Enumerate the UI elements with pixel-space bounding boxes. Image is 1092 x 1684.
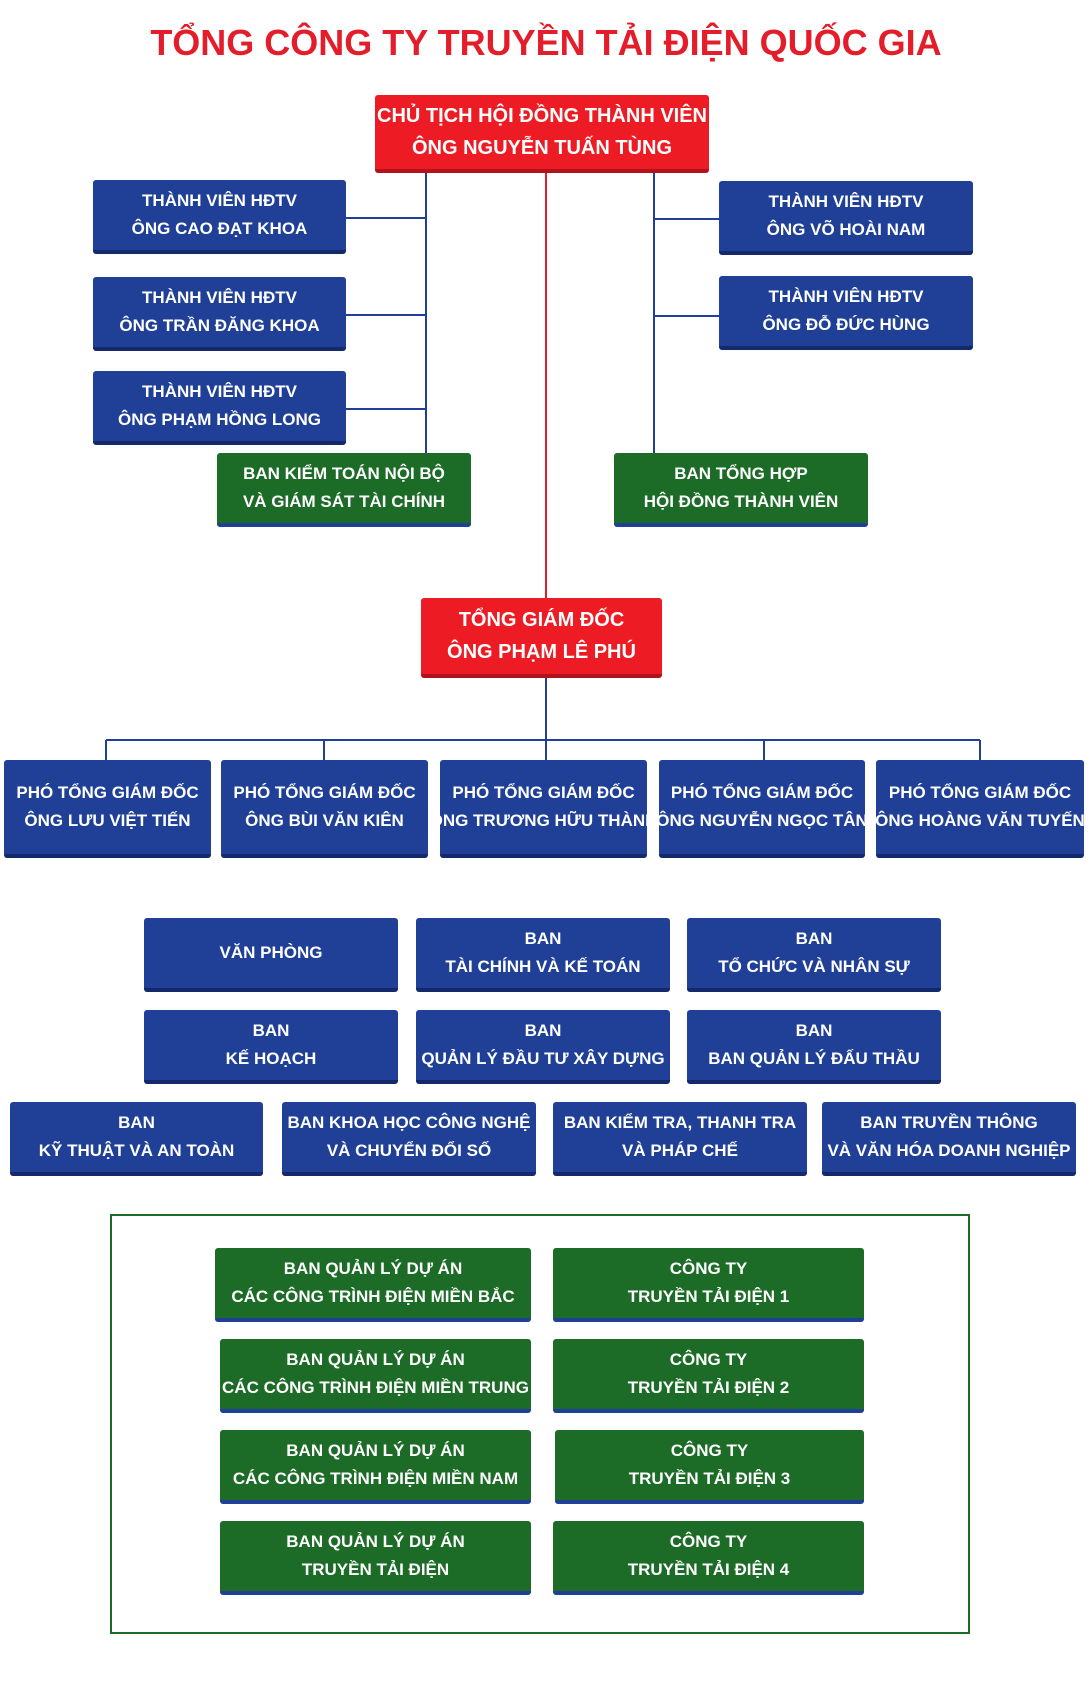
department-line1: VĂN PHÒNG [219, 943, 323, 962]
project-board-line1: BAN QUẢN LÝ DỰ ÁN [283, 1259, 463, 1278]
board-member-role: THÀNH VIÊN HĐTV [142, 191, 297, 210]
department-line1: BAN [524, 929, 562, 948]
audit-board-box: BAN KIỂM TOÁN NỘI BỘ VÀ GIÁM SÁT TÀI CHÍ… [217, 453, 471, 527]
company-line2: TRUYỀN TẢI ĐIỆN 2 [627, 1378, 790, 1397]
page-title: TỔNG CÔNG TY TRUYỀN TẢI ĐIỆN QUỐC GIA [150, 22, 942, 63]
company-box-1: CÔNG TY TRUYỀN TẢI ĐIỆN 1 [553, 1248, 864, 1322]
general-board-box: BAN TỔNG HỢP HỘI ĐỒNG THÀNH VIÊN [614, 453, 868, 527]
deputy-box-4: PHÓ TỔNG GIÁM ĐỐC ÔNG NGUYỄN NGỌC TÂN [656, 760, 868, 858]
department-box-9: BAN KIỂM TRA, THANH TRA VÀ PHÁP CHẾ [553, 1102, 807, 1176]
department-box-5: BAN QUẢN LÝ ĐẦU TƯ XÂY DỰNG [416, 1010, 670, 1084]
project-board-box-1: BAN QUẢN LÝ DỰ ÁN CÁC CÔNG TRÌNH ĐIỆN MI… [215, 1248, 531, 1322]
company-line1: CÔNG TY [669, 1259, 748, 1278]
department-box-3: BAN TỔ CHỨC VÀ NHÂN SỰ [687, 918, 941, 992]
department-line2: TÀI CHÍNH VÀ KẾ TOÁN [445, 957, 641, 976]
board-member-name: ÔNG PHẠM HỒNG LONG [117, 410, 322, 429]
board-member-name: ÔNG VÕ HOÀI NAM [766, 220, 926, 239]
board-member-name: ÔNG ĐỖ ĐỨC HÙNG [762, 315, 930, 334]
project-board-line2: CÁC CÔNG TRÌNH ĐIỆN MIỀN TRUNG [222, 1378, 529, 1397]
department-line1: BAN [118, 1113, 155, 1132]
deputy-box-2: PHÓ TỔNG GIÁM ĐỐC ÔNG BÙI VĂN KIÊN [221, 760, 428, 858]
department-line2: VÀ CHUYỂN ĐỔI SỐ [326, 1141, 492, 1160]
deputy-role: PHÓ TỔNG GIÁM ĐỐC [16, 783, 199, 802]
deputy-name: ÔNG BÙI VĂN KIÊN [245, 811, 404, 830]
company-line1: CÔNG TY [669, 1350, 748, 1369]
project-board-line1: BAN QUẢN LÝ DỰ ÁN [286, 1532, 465, 1551]
company-line1: CÔNG TY [669, 1532, 748, 1551]
department-line1: BAN [524, 1021, 562, 1040]
company-line2: TRUYỀN TẢI ĐIỆN 4 [627, 1560, 790, 1579]
company-box-3: CÔNG TY TRUYỀN TẢI ĐIỆN 3 [555, 1430, 864, 1504]
board-member-role: THÀNH VIÊN HĐTV [768, 287, 924, 306]
ceo-name: ÔNG PHẠM LÊ PHÚ [447, 641, 636, 663]
deputy-role: PHÓ TỔNG GIÁM ĐỐC [452, 783, 635, 802]
project-board-line1: BAN QUẢN LÝ DỰ ÁN [286, 1350, 465, 1369]
board-member-right-2: THÀNH VIÊN HĐTV ÔNG ĐỖ ĐỨC HÙNG [719, 276, 973, 350]
deputy-role: PHÓ TỔNG GIÁM ĐỐC [888, 783, 1072, 802]
department-box-4: BAN KẾ HOẠCH [144, 1010, 398, 1084]
department-line1: BAN KHOA HỌC CÔNG NGHỆ [287, 1113, 531, 1132]
department-line2: BAN QUẢN LÝ ĐẤU THẦU [708, 1049, 920, 1068]
department-line2: QUẢN LÝ ĐẦU TƯ XÂY DỰNG [421, 1049, 665, 1068]
department-box-7: BAN KỸ THUẬT VÀ AN TOÀN [10, 1102, 263, 1176]
department-line2: VÀ PHÁP CHẾ [622, 1141, 738, 1160]
department-box-1: VĂN PHÒNG [144, 918, 398, 992]
general-board-line1: BAN TỔNG HỢP [674, 464, 808, 483]
department-line1: BAN TRUYỀN THÔNG [860, 1113, 1038, 1132]
project-board-box-3: BAN QUẢN LÝ DỰ ÁN CÁC CÔNG TRÌNH ĐIỆN MI… [220, 1430, 531, 1504]
department-line2: TỔ CHỨC VÀ NHÂN SỰ [718, 957, 910, 976]
department-box-8: BAN KHOA HỌC CÔNG NGHỆ VÀ CHUYỂN ĐỔI SỐ [282, 1102, 536, 1176]
board-member-left-1: THÀNH VIÊN HĐTV ÔNG CAO ĐẠT KHOA [93, 180, 346, 254]
company-line2: TRUYỀN TẢI ĐIỆN 3 [628, 1469, 791, 1488]
department-line1: BAN KIỂM TRA, THANH TRA [563, 1113, 797, 1132]
deputy-box-1: PHÓ TỔNG GIÁM ĐỐC ÔNG LƯU VIỆT TIẾN [4, 760, 211, 858]
department-line2: KẾ HOẠCH [225, 1049, 317, 1068]
project-board-line2: CÁC CÔNG TRÌNH ĐIỆN MIỀN BẮC [231, 1287, 515, 1306]
company-line2: TRUYỀN TẢI ĐIỆN 1 [627, 1287, 790, 1306]
deputy-name: ÔNG LƯU VIỆT TIẾN [24, 811, 191, 830]
company-box-4: CÔNG TY TRUYỀN TẢI ĐIỆN 4 [553, 1521, 864, 1595]
audit-board-line2: VÀ GIÁM SÁT TÀI CHÍNH [242, 492, 446, 511]
department-line1: BAN [795, 1021, 833, 1040]
board-member-role: THÀNH VIÊN HĐTV [142, 382, 297, 401]
general-board-line2: HỘI ĐỒNG THÀNH VIÊN [643, 492, 839, 511]
ceo-box: TỔNG GIÁM ĐỐC ÔNG PHẠM LÊ PHÚ [421, 598, 662, 678]
board-member-name: ÔNG TRẦN ĐĂNG KHOA [119, 316, 320, 335]
board-member-role: THÀNH VIÊN HĐTV [142, 288, 297, 307]
department-box-2: BAN TÀI CHÍNH VÀ KẾ TOÁN [416, 918, 670, 992]
board-member-left-3: THÀNH VIÊN HĐTV ÔNG PHẠM HỒNG LONG [93, 371, 346, 445]
project-board-line2: TRUYỀN TẢI ĐIỆN [301, 1560, 450, 1579]
department-line1: BAN [252, 1021, 290, 1040]
department-line1: BAN [795, 929, 833, 948]
chairman-title: CHỦ TỊCH HỘI ĐỒNG THÀNH VIÊN [377, 105, 707, 127]
audit-board-line1: BAN KIỂM TOÁN NỘI BỘ [243, 464, 445, 483]
chairman-name: ÔNG NGUYỄN TUẤN TÙNG [412, 137, 672, 159]
project-board-line1: BAN QUẢN LÝ DỰ ÁN [286, 1441, 465, 1460]
deputy-box-5: PHÓ TỔNG GIÁM ĐỐC ÔNG HOÀNG VĂN TUYẾN [875, 760, 1085, 858]
project-board-box-4: BAN QUẢN LÝ DỰ ÁN TRUYỀN TẢI ĐIỆN [220, 1521, 531, 1595]
department-box-6: BAN BAN QUẢN LÝ ĐẤU THẦU [687, 1010, 941, 1084]
project-board-line2: CÁC CÔNG TRÌNH ĐIỆN MIỀN NAM [232, 1469, 519, 1488]
department-line2: VÀ VĂN HÓA DOANH NGHIỆP [827, 1141, 1071, 1160]
board-member-name: ÔNG CAO ĐẠT KHOA [131, 219, 308, 238]
deputy-name: ÔNG HOÀNG VĂN TUYẾN [875, 811, 1085, 830]
subsidiaries-frame [110, 1214, 970, 1634]
project-board-box-2: BAN QUẢN LÝ DỰ ÁN CÁC CÔNG TRÌNH ĐIỆN MI… [220, 1339, 531, 1413]
company-box-2: CÔNG TY TRUYỀN TẢI ĐIỆN 2 [553, 1339, 864, 1413]
deputy-box-3: PHÓ TỔNG GIÁM ĐỐC ÔNG TRƯƠNG HỮU THÀNH [430, 760, 657, 858]
department-line2: KỸ THUẬT VÀ AN TOÀN [38, 1141, 235, 1160]
board-member-right-1: THÀNH VIÊN HĐTV ÔNG VÕ HOÀI NAM [719, 181, 973, 255]
deputy-name: ÔNG TRƯƠNG HỮU THÀNH [429, 811, 658, 830]
chairman-box: CHỦ TỊCH HỘI ĐỒNG THÀNH VIÊN ÔNG NGUYỄN … [375, 95, 709, 173]
deputy-role: PHÓ TỔNG GIÁM ĐỐC [233, 783, 416, 802]
ceo-title: TỔNG GIÁM ĐỐC [458, 609, 625, 631]
board-member-left-2: THÀNH VIÊN HĐTV ÔNG TRẦN ĐĂNG KHOA [93, 277, 346, 351]
board-member-role: THÀNH VIÊN HĐTV [768, 192, 924, 211]
company-line1: CÔNG TY [670, 1441, 749, 1460]
deputy-role: PHÓ TỔNG GIÁM ĐỐC [670, 783, 854, 802]
deputy-name: ÔNG NGUYỄN NGỌC TÂN [656, 811, 868, 830]
department-box-10: BAN TRUYỀN THÔNG VÀ VĂN HÓA DOANH NGHIỆP [822, 1102, 1076, 1176]
